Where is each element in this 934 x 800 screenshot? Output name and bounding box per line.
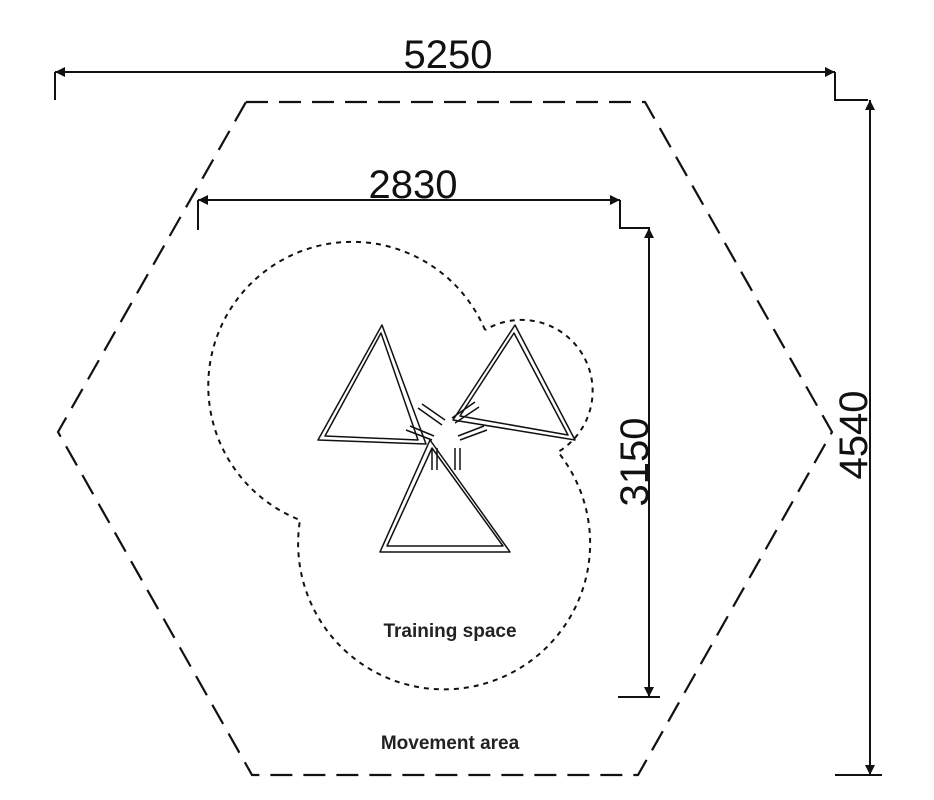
equipment-triangle-left: [317, 324, 427, 445]
overall-width-dimension: 5250: [54, 33, 868, 101]
movement-area-label: Movement area: [381, 733, 520, 754]
inner-width-dimension: 2830: [197, 163, 650, 230]
equipment-triangle-bottom: [379, 439, 511, 553]
inner-height-dimension: 3150: [613, 228, 660, 698]
inner-height-label: 3150: [613, 418, 657, 507]
training-space-label: Training space: [383, 621, 516, 642]
training-space-boundary: [207, 240, 594, 691]
overall-width-label: 5250: [404, 33, 493, 77]
equipment-triangle-right: [452, 324, 576, 441]
overall-height-label: 4540: [832, 391, 876, 480]
equipment-connector-bars: [405, 401, 488, 470]
inner-width-label: 2830: [369, 163, 458, 207]
training-equipment: [317, 324, 576, 553]
movement-area-boundary: [56, 100, 834, 777]
overall-height-dimension: 4540: [832, 100, 882, 776]
